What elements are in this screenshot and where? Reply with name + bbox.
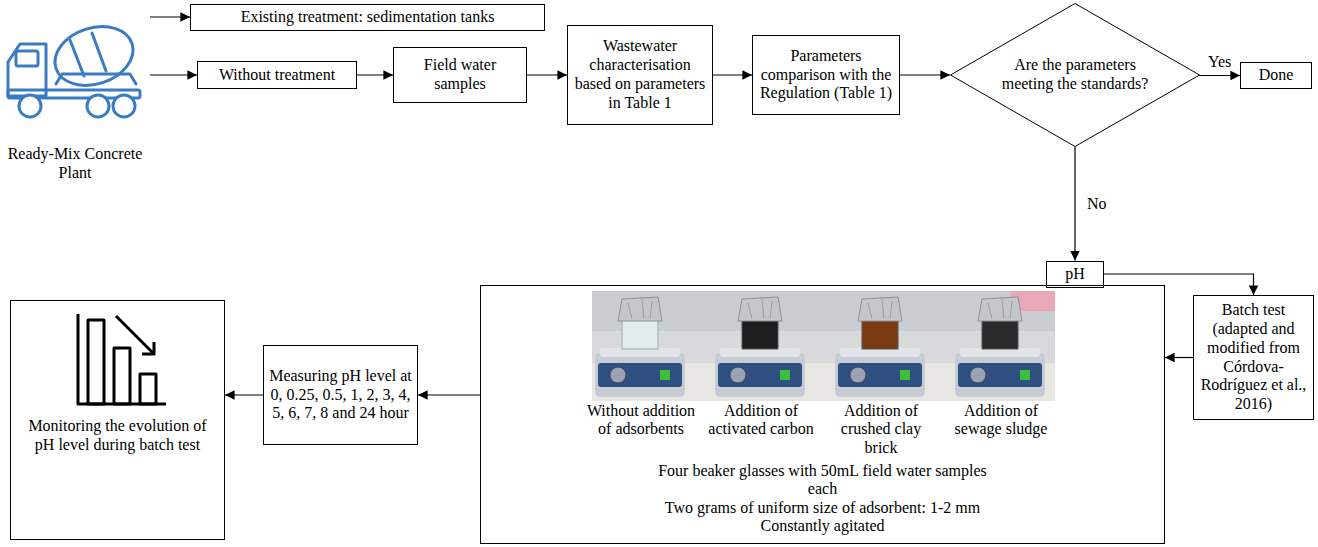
box-text: Parameters comparison with the Regulatio… <box>757 47 895 104</box>
process-box: pH <box>1046 261 1104 288</box>
note-line: Four beaker glasses with 50mL field wate… <box>648 462 998 499</box>
process-box: Without treatment <box>197 61 357 89</box>
process-box: Field water samples <box>393 47 527 103</box>
panel-notes: Four beaker glasses with 50mL field wate… <box>481 462 1164 536</box>
flow-arrow <box>418 394 480 395</box>
note-line: Constantly agitated <box>761 517 885 535</box>
box-text: Wastewater characterisation based on par… <box>572 37 708 113</box>
flow-arrow <box>150 16 190 17</box>
box-text: Measuring pH level at 0, 0.25, 0.5, 1, 2… <box>268 367 413 424</box>
flow-arrow <box>527 74 567 75</box>
box-text: pH <box>1065 265 1085 284</box>
process-box: Measuring pH level at 0, 0.25, 0.5, 1, 2… <box>263 345 418 445</box>
beaker-label: Addition of crushed clay brick <box>825 402 937 457</box>
box-text: Done <box>1259 66 1294 85</box>
box-text: Batch test (adapted and modified from Có… <box>1198 301 1309 414</box>
flow-arrow <box>713 74 752 75</box>
batch-test-panel: Without addition of adsorbentsAddition o… <box>480 285 1165 544</box>
process-box: Existing treatment: sedimentation tanks <box>190 4 545 31</box>
box-text: Without treatment <box>219 66 335 85</box>
diamond-shape <box>951 4 1200 147</box>
flow-arrow <box>900 74 950 75</box>
flow-arrow <box>1165 357 1193 358</box>
box-text: Existing treatment: sedimentation tanks <box>241 8 495 27</box>
flow-arrow <box>1199 75 1240 76</box>
beaker-label: Addition of sewage sludge <box>945 402 1057 439</box>
note-line: Two grams of uniform size of adsorbent: … <box>665 499 980 517</box>
truck-icon <box>0 0 150 140</box>
beaker-label: Addition of activated carbon <box>705 402 817 439</box>
plant-label: Ready-Mix Concrete Plant <box>0 145 150 183</box>
output-box: Monitoring the evolution of pH level dur… <box>10 300 225 540</box>
decision-diamond: Are the parameters meeting the standards… <box>950 3 1200 147</box>
flow-arrow <box>225 394 263 395</box>
flow-arrow <box>1074 147 1075 261</box>
process-box: Parameters comparison with the Regulatio… <box>752 35 900 115</box>
chart-icon <box>70 310 170 410</box>
decision-text: Are the parameters meeting the standards… <box>1000 56 1150 94</box>
plant-node: Ready-Mix Concrete Plant <box>0 0 150 195</box>
flow-arrow <box>150 74 197 75</box>
beaker-label: Without addition of adsorbents <box>585 402 697 439</box>
flow-arrow <box>357 74 393 75</box>
process-box: Done <box>1240 62 1312 89</box>
edge-label: No <box>1085 195 1109 213</box>
batch-test-photo <box>592 291 1055 401</box>
process-box: Batch test (adapted and modified from Có… <box>1193 295 1314 420</box>
output-text: Monitoring the evolution of pH level dur… <box>19 417 216 455</box>
process-box: Wastewater characterisation based on par… <box>567 25 713 125</box>
edge-label: Yes <box>1206 53 1233 71</box>
box-text: Field water samples <box>398 56 522 94</box>
